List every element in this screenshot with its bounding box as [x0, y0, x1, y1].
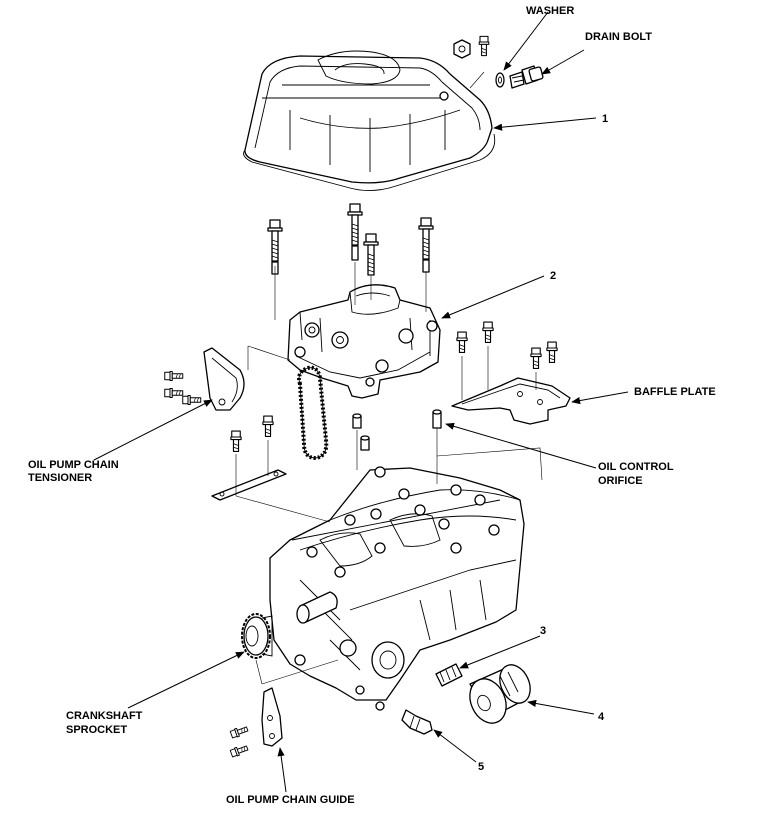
leader-lines	[93, 11, 629, 793]
label-oil-control-orifice-line1: OIL CONTROL	[598, 461, 674, 473]
oil-pump-chain	[297, 365, 329, 460]
label-oil-control-orifice-line2: ORIFICE	[598, 475, 643, 487]
callout-3: 3	[540, 625, 546, 637]
oil-pressure-switch	[401, 709, 433, 735]
dowel-pins	[352, 413, 370, 451]
pan-nut-and-bolt	[453, 35, 490, 59]
label-crankshaft-sprocket-line2: SPROCKET	[66, 724, 127, 736]
callout-5: 5	[478, 761, 484, 773]
oil-pump-bolts	[267, 203, 434, 276]
assembly-axis-lines	[235, 71, 543, 685]
label-baffle-plate: BAFFLE PLATE	[634, 386, 716, 398]
label-oil-pump-chain-tensioner-line1: OIL PUMP CHAIN	[28, 459, 119, 471]
washer-part	[495, 72, 505, 88]
guide-bar	[211, 469, 287, 501]
crankshaft-sprocket-part	[241, 613, 273, 659]
label-oil-pump-chain-guide: OIL PUMP CHAIN GUIDE	[226, 794, 355, 806]
oil-filter	[469, 664, 531, 724]
label-oil-pump-chain-tensioner-line2: TENSIONER	[28, 472, 92, 484]
oil-filter-stud	[435, 663, 463, 687]
oil-pump-assembly	[287, 284, 441, 399]
baffle-plate-part	[451, 377, 571, 425]
label-drain-bolt: DRAIN BOLT	[585, 31, 652, 43]
callout-2: 2	[550, 270, 556, 282]
oil-pump-chain-guide-part	[229, 687, 283, 759]
drain-bolt-part	[509, 65, 544, 89]
oil-pan	[243, 50, 496, 191]
label-crankshaft-sprocket-line1: CRANKSHAFT	[66, 710, 143, 722]
callout-4: 4	[598, 711, 605, 723]
baffle-plate-bolts	[456, 321, 558, 370]
engine-block	[269, 466, 525, 711]
guide-bolts-left	[230, 415, 274, 453]
label-washer: WASHER	[526, 5, 574, 17]
oil-pump-chain-tensioner-part	[164, 347, 245, 411]
callout-1: 1	[602, 113, 608, 125]
oil-control-orifice-part	[432, 409, 442, 429]
